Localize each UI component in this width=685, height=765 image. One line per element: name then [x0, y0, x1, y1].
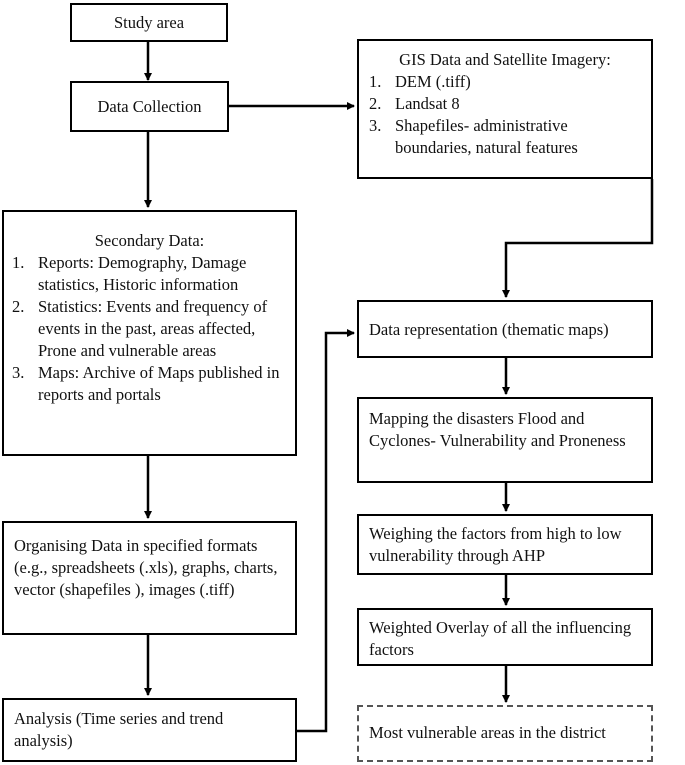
gis-data-list: 1.DEM (.tiff) 2.Landsat 8 3.Shapefiles- … [369, 71, 641, 159]
data-representation-box: Data representation (thematic maps) [357, 300, 653, 358]
arrow-gis-to-representation [502, 179, 654, 298]
list-item: 3.Shapefiles- administrative boundaries,… [369, 116, 578, 157]
gis-data-title: GIS Data and Satellite Imagery: [399, 50, 611, 69]
secondary-data-box: Secondary Data: 1.Reports: Demography, D… [2, 210, 297, 456]
data-collection-label: Data Collection [97, 96, 202, 116]
analysis-label: Analysis (Time series and trend analysis… [14, 709, 224, 750]
list-item: 2.Landsat 8 [369, 94, 460, 113]
most-vulnerable-label: Most vulnerable areas in the district [369, 723, 606, 742]
list-item: 3.Maps: Archive of Maps published in rep… [12, 363, 280, 404]
list-item: 2.Statistics: Events and frequency of ev… [12, 297, 268, 360]
study-area-label: Study area [113, 12, 185, 32]
organising-data-label: Organising Data in specified formats (e.… [14, 536, 278, 599]
arrow-analysis-to-representation [297, 329, 355, 733]
analysis-box: Analysis (Time series and trend analysis… [2, 698, 297, 762]
weighted-overlay-label: Weighted Overlay of all the influencing … [369, 618, 632, 659]
list-item: 1.DEM (.tiff) [369, 72, 471, 91]
gis-data-box: GIS Data and Satellite Imagery: 1.DEM (.… [357, 39, 653, 179]
weighing-box: Weighing the factors from high to low vu… [357, 514, 653, 575]
data-collection-box: Data Collection [70, 81, 229, 132]
most-vulnerable-box: Most vulnerable areas in the district [357, 705, 653, 762]
study-area-box: Study area [70, 3, 228, 42]
secondary-data-list: 1.Reports: Demography, Damage statistics… [12, 252, 287, 406]
data-representation-label: Data representation (thematic maps) [369, 320, 609, 339]
weighing-label: Weighing the factors from high to low vu… [369, 524, 622, 565]
list-item: 1.Reports: Demography, Damage statistics… [12, 253, 247, 294]
mapping-label: Mapping the disasters Flood and Cyclones… [369, 409, 626, 450]
secondary-data-title: Secondary Data: [94, 231, 205, 250]
mapping-box: Mapping the disasters Flood and Cyclones… [357, 397, 653, 483]
weighted-overlay-box: Weighted Overlay of all the influencing … [357, 608, 653, 666]
organising-data-box: Organising Data in specified formats (e.… [2, 521, 297, 635]
